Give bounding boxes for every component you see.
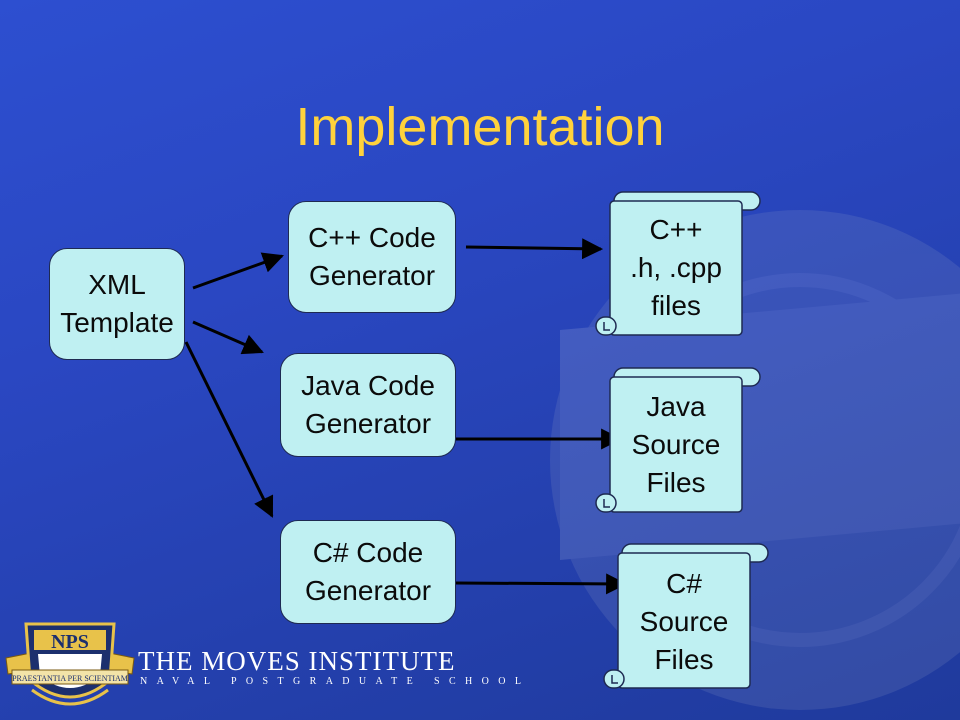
box-line: Generator [308, 260, 436, 291]
scroll-csharp-files [603, 543, 769, 689]
cpp-files-label: C++ .h, .cpp files [610, 211, 742, 325]
arrow-xml-to-csharp-generator [184, 341, 274, 518]
java-files-label: Java Source Files [610, 388, 742, 502]
scroll-line: Source [631, 429, 721, 460]
csharp-files-label: C# Source Files [618, 565, 750, 679]
scroll-line: .h, .cpp [630, 252, 722, 283]
scroll-line: Files [654, 644, 714, 675]
box-line: C# Code [312, 537, 424, 568]
institute-name: THE MOVES INSTITUTE [138, 646, 456, 676]
java-code-generator-box: Java Code Generator [280, 353, 456, 457]
box-line: Java Code [301, 370, 435, 401]
box-line: Template [60, 307, 174, 338]
csharp-code-generator-box: C# Code Generator [280, 520, 456, 624]
arrow-cpp-generator-to-files [465, 238, 604, 260]
nps-logo-emblem: NPS PRAESTANTIA PER SCIENTIAM [5, 622, 135, 706]
institute-subtitle: NAVAL POSTGRADUATE SCHOOL [140, 676, 531, 687]
scroll-line: files [651, 290, 701, 321]
xml-template-box: XML Template [49, 248, 185, 360]
cpp-code-generator-box: C++ Code Generator [288, 201, 456, 313]
seal-motto: PRAESTANTIA PER SCIENTIAM [12, 674, 128, 683]
arrow-xml-to-java-generator [192, 320, 264, 355]
scroll-java-files [595, 367, 761, 513]
scroll-line: Java [646, 391, 706, 422]
box-line: Generator [304, 408, 432, 439]
page-title: Implementation [295, 97, 665, 157]
box-line: Generator [304, 575, 432, 606]
seal-text: NPS [51, 631, 89, 653]
scroll-line: Files [646, 467, 706, 498]
box-line: C++ Code [308, 222, 436, 253]
scroll-line: C++ [649, 214, 703, 245]
arrow-xml-to-cpp-generator [192, 252, 284, 290]
scroll-line: Source [639, 606, 729, 637]
scroll-cpp-files [595, 191, 761, 336]
arrow-csharp-generator-to-files [455, 573, 628, 595]
box-line: XML [88, 269, 146, 300]
scroll-line: C# [666, 568, 702, 599]
